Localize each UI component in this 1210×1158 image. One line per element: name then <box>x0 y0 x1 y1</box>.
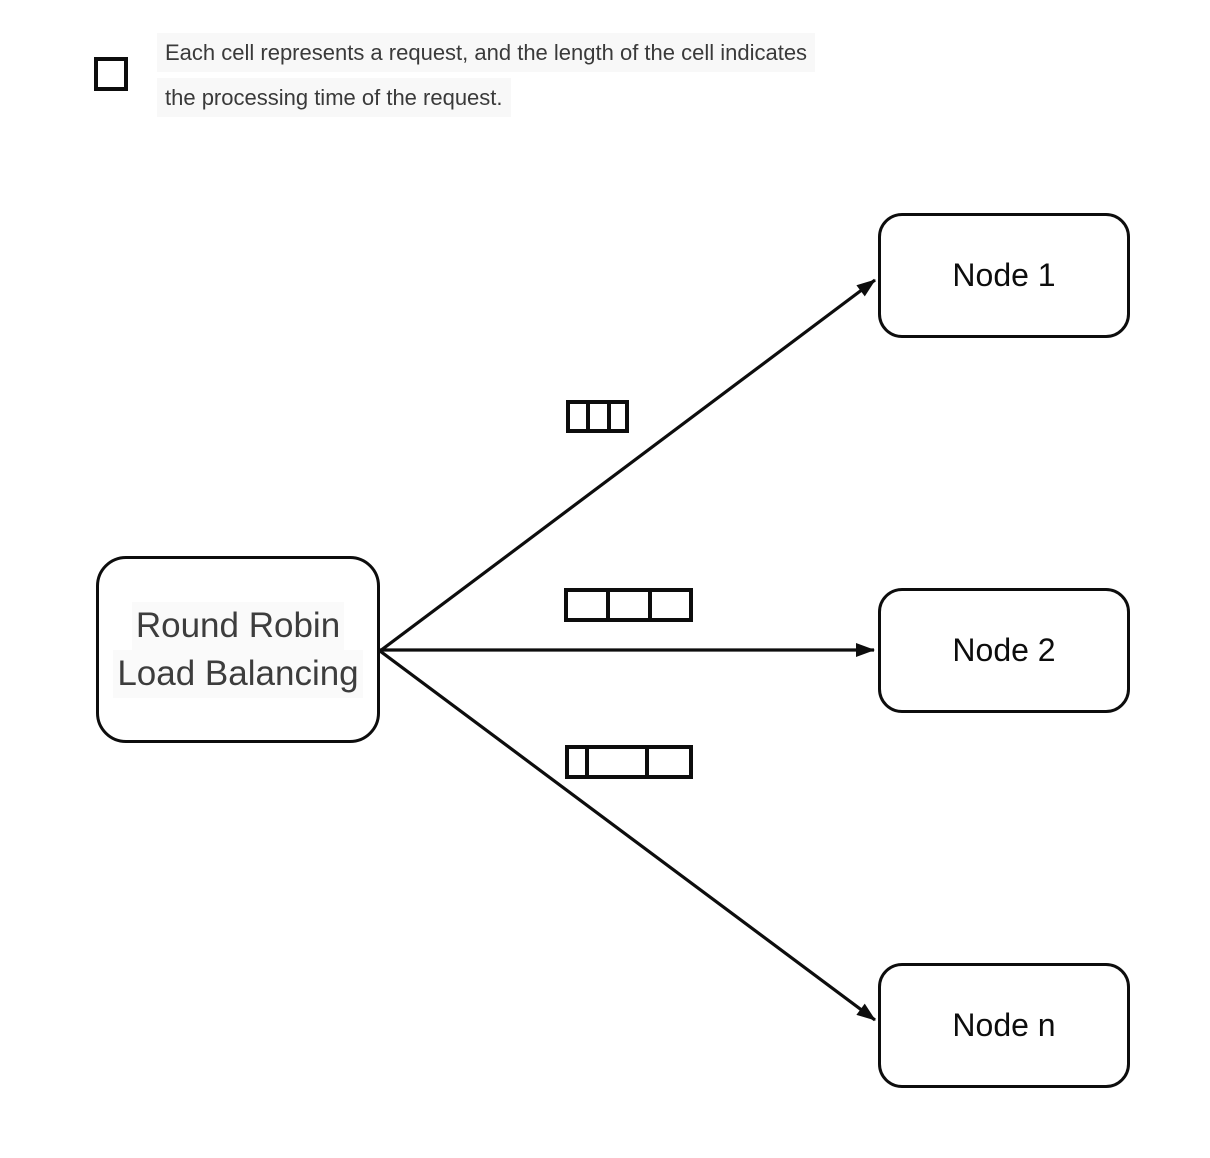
request-queue-node-2 <box>564 588 693 622</box>
node-n-label: Node n <box>952 1007 1056 1043</box>
node-box-n: Node n <box>878 963 1130 1088</box>
load-balancer-label-line-1: Round Robin <box>131 601 345 650</box>
legend-caption-line-2: the processing time of the request. <box>157 78 511 117</box>
request-cell <box>568 592 606 618</box>
request-queue-node-1 <box>566 400 629 433</box>
request-cell <box>570 404 586 429</box>
request-queue-node-n <box>565 745 693 779</box>
request-cell <box>649 749 689 775</box>
node-box-2: Node 2 <box>878 588 1130 713</box>
request-cell <box>652 592 689 618</box>
request-cell <box>609 592 649 618</box>
request-cell-legend-icon <box>94 57 128 91</box>
node-2-label: Node 2 <box>952 632 1056 668</box>
request-cell <box>569 749 585 775</box>
legend-caption: Each cell represents a request, and the … <box>157 33 816 123</box>
node-box-1: Node 1 <box>878 213 1130 338</box>
legend-caption-line-1: Each cell represents a request, and the … <box>157 33 816 72</box>
load-balancer-box: Round Robin Load Balancing <box>96 556 380 743</box>
request-cell <box>589 749 645 775</box>
request-cell <box>589 404 607 429</box>
load-balancer-label-line-2: Load Balancing <box>113 649 363 698</box>
request-cell <box>610 404 626 429</box>
node-1-label: Node 1 <box>952 257 1056 293</box>
arrow-to-node-n <box>379 649 876 1022</box>
